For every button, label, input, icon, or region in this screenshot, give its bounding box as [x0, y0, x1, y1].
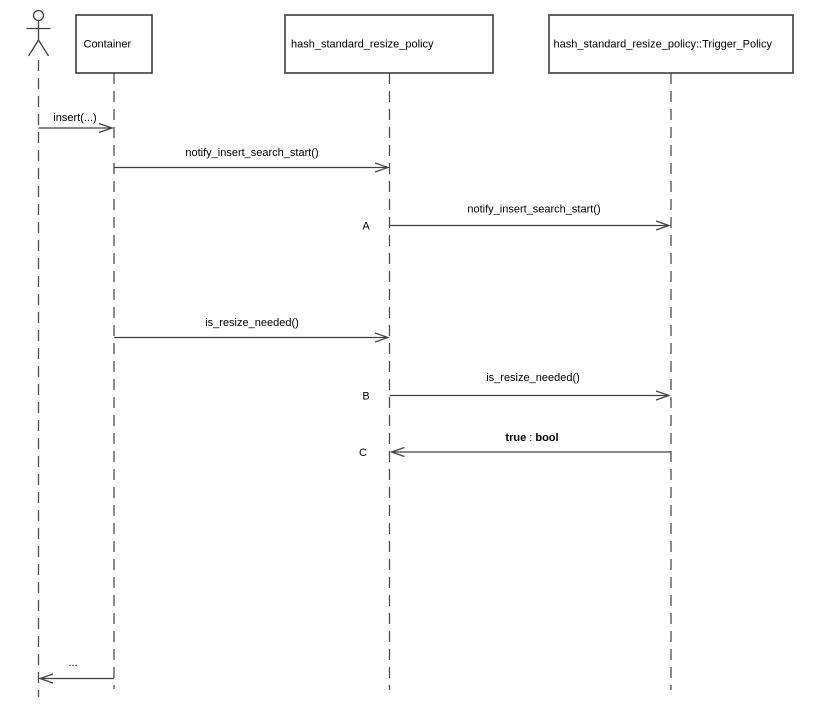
step-label-a: A [362, 221, 370, 233]
return-separator-text: : [526, 432, 535, 444]
participant-hash-standard-resize-policy: hash_standard_resize_policy [284, 14, 494, 74]
participant-label-hash-standard-resize-policy: hash_standard_resize_policy [291, 39, 434, 51]
message-label-is-resize-needed-2: is_resize_needed() [486, 372, 580, 384]
participant-container: Container [75, 14, 153, 74]
message-is-resize-needed-2: B is_resize_needed() [362, 372, 671, 403]
actor-head [32, 9, 45, 22]
message-is-resize-needed-1: is_resize_needed() [114, 317, 390, 343]
return-type-text: bool [535, 432, 558, 444]
message-notify-insert-search-start-2: A notify_insert_search_start() [362, 204, 671, 233]
return-value-text: true [505, 432, 526, 444]
message-label-insert: insert(...) [53, 112, 96, 124]
actor-icon [26, 9, 51, 57]
step-label-b: B [362, 391, 369, 403]
message-label-notify-insert-search-start-2: notify_insert_search_start() [467, 204, 600, 216]
participant-box-container [75, 14, 153, 74]
message-label-return-true-bool: true : bool [505, 432, 558, 444]
message-notify-insert-search-start-1: notify_insert_search_start() [114, 147, 390, 173]
actor-right-leg [37, 39, 50, 57]
step-label-c: C [359, 447, 367, 459]
participant-box-trigger-policy [548, 14, 794, 74]
participant-box-hash-standard-resize-policy [284, 14, 494, 74]
message-label-is-resize-needed-1: is_resize_needed() [205, 317, 299, 329]
actor-left-leg [27, 39, 40, 57]
participant-label-container: Container [84, 39, 132, 51]
message-insert: insert(...) [38, 112, 114, 134]
message-label-notify-insert-search-start-1: notify_insert_search_start() [185, 147, 318, 159]
message-return-ellipsis: ... [38, 657, 114, 684]
participant-trigger-policy: hash_standard_resize_policy::Trigger_Pol… [548, 14, 794, 74]
message-label-return-ellipsis: ... [68, 657, 77, 669]
message-return-true-bool: C true : bool [359, 432, 671, 459]
participant-label-trigger-policy: hash_standard_resize_policy::Trigger_Pol… [554, 39, 773, 51]
